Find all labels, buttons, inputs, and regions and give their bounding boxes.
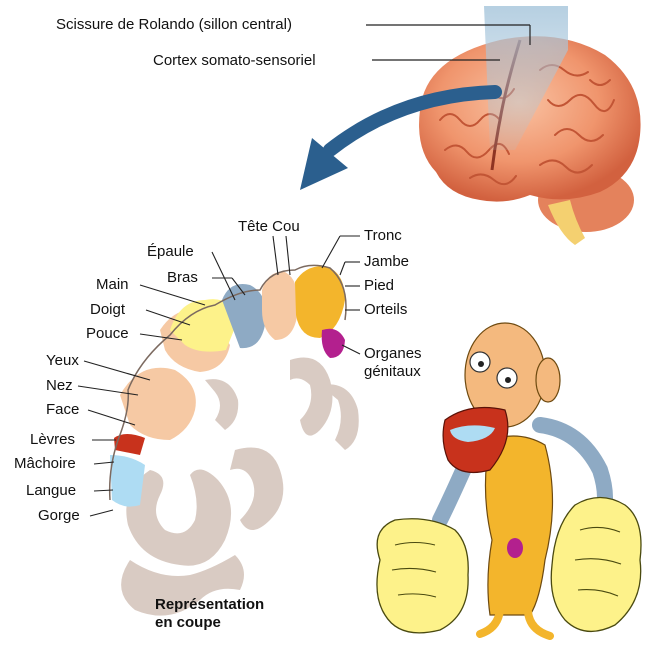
cortex-section bbox=[110, 265, 359, 615]
label-langue: Langue bbox=[26, 482, 76, 499]
label-face: Face bbox=[46, 401, 79, 418]
label-somatosensory-cortex: Cortex somato-sensoriel bbox=[153, 52, 316, 69]
label-doigt: Doigt bbox=[90, 301, 125, 318]
label-machoire: Mâchoire bbox=[14, 455, 76, 472]
caption-line1: Représentation bbox=[155, 596, 264, 614]
label-organes: Organes bbox=[364, 345, 422, 362]
label-main: Main bbox=[96, 276, 129, 293]
label-yeux: Yeux bbox=[46, 352, 79, 369]
label-tronc: Tronc bbox=[364, 227, 402, 244]
label-bras: Bras bbox=[167, 269, 198, 286]
caption-line2: en coupe bbox=[155, 614, 221, 632]
label-pied: Pied bbox=[364, 277, 394, 294]
label-epaule: Épaule bbox=[147, 243, 194, 260]
label-genitaux: génitaux bbox=[364, 363, 421, 380]
label-jambe: Jambe bbox=[364, 253, 409, 270]
label-central-sulcus: Scissure de Rolando (sillon central) bbox=[56, 16, 292, 33]
label-levres: Lèvres bbox=[30, 431, 75, 448]
label-tete-cou: Tête Cou bbox=[238, 218, 300, 235]
label-nez: Nez bbox=[46, 377, 73, 394]
label-orteils: Orteils bbox=[364, 301, 407, 318]
label-gorge: Gorge bbox=[38, 507, 80, 524]
label-pouce: Pouce bbox=[86, 325, 129, 342]
